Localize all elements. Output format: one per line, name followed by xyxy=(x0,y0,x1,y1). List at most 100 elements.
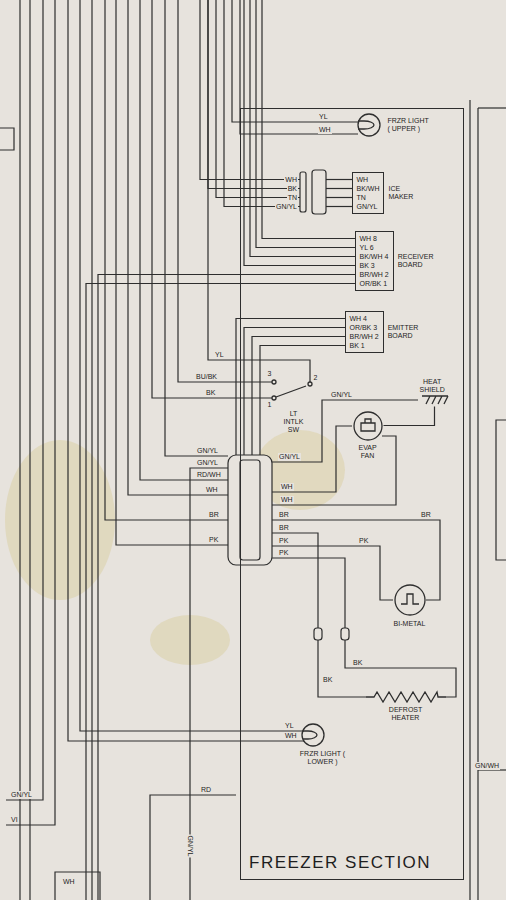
wire-color-label: BU/BK xyxy=(195,373,218,381)
wire-color-label: BR xyxy=(278,511,290,519)
wire-color-label: BK xyxy=(322,676,333,684)
wire-stroke xyxy=(366,692,446,702)
wire-stroke xyxy=(477,108,478,900)
symbol-drawing xyxy=(352,410,384,442)
wire-stroke xyxy=(240,0,358,134)
freezer-section-frame: FREEZER SECTIONFRZR LIGHT ( UPPER )WHBK/… xyxy=(240,108,464,880)
wire-color-label: PK xyxy=(358,537,369,545)
wire-stroke xyxy=(308,382,312,386)
wire-stroke xyxy=(272,558,345,628)
component-label: EVAP FAN xyxy=(358,444,376,460)
wire-color-label: WH xyxy=(205,486,219,494)
receiver-board-box: WH 8YL 6BK/WH 4BK 3BR/WH 2OR/BK 1RECEIVE… xyxy=(355,231,394,291)
pin-label: GN/YL xyxy=(357,202,380,211)
wire-color-label: PK xyxy=(278,537,289,545)
text-group: FRZR LIGHT ( UPPER ) xyxy=(388,117,430,133)
component-label: FRZR LIGHT ( LOWER ) xyxy=(300,750,346,766)
wire-stroke xyxy=(152,0,272,398)
wire-connector xyxy=(384,407,435,426)
symbol-drawing xyxy=(392,582,428,618)
wire-stroke xyxy=(272,426,352,492)
wire-stroke xyxy=(272,520,440,600)
wire-stroke xyxy=(0,128,14,150)
pin-label: TN xyxy=(357,193,380,202)
wire-color-label: WH xyxy=(284,176,298,184)
heat-shield-symbol: HEAT SHIELD xyxy=(420,378,450,406)
symbol-drawing xyxy=(420,394,450,406)
wire-stroke xyxy=(326,188,352,189)
wire-color-label: PK xyxy=(278,549,289,557)
wire-stroke xyxy=(68,0,304,741)
wire-color-label: GN/YL xyxy=(196,447,219,455)
ice-maker-box: WHBK/WHTNGN/YLICE MAKER xyxy=(352,172,385,214)
wire-stroke xyxy=(469,100,470,900)
wire-stroke xyxy=(326,179,352,180)
wire-stroke xyxy=(326,197,352,198)
wire-stroke xyxy=(140,0,228,480)
wire-color-label: BR xyxy=(278,524,290,532)
wire-color-label: GN/YL xyxy=(10,791,33,799)
pin-label: YL 6 xyxy=(360,243,389,252)
wire-color-label: WH xyxy=(318,126,332,134)
wire-color-label: GN/YL xyxy=(330,391,353,399)
pin-label: OR/BK 1 xyxy=(360,279,389,288)
wire-stroke xyxy=(86,284,355,900)
wire-stroke xyxy=(354,412,382,440)
component-label: ICE MAKER xyxy=(388,185,413,201)
wire-color-label: RD/WH xyxy=(196,471,222,479)
heater-symbol: DEFROST HEATER xyxy=(366,690,446,722)
component-label: EMITTER BOARD xyxy=(388,324,419,340)
bimetal-thermostat: BI-METAL xyxy=(392,582,428,628)
wire-stroke xyxy=(165,0,228,456)
wire-color-label: YL xyxy=(284,722,295,730)
wire-stroke xyxy=(256,0,355,248)
component-label: BI-METAL xyxy=(394,620,426,628)
wire-stroke xyxy=(105,0,228,520)
wire-stroke xyxy=(395,585,425,615)
pin-label: BR/WH 2 xyxy=(350,332,379,341)
wire-stroke xyxy=(216,0,300,198)
wire-stroke xyxy=(303,731,317,739)
wire-stroke xyxy=(236,319,345,456)
pin-label: BK 1 xyxy=(350,341,379,350)
pin-label: OR/BK 3 xyxy=(350,323,379,332)
wire-stroke xyxy=(262,0,355,239)
wire-stroke xyxy=(240,460,260,560)
wire-stroke xyxy=(272,380,276,384)
wire-stroke xyxy=(55,872,100,900)
wire-stroke xyxy=(208,0,310,382)
switch-symbol: 321LT INTLK SW xyxy=(266,370,322,434)
wire-stroke xyxy=(358,121,374,129)
component-label: LT INTLK SW xyxy=(284,410,304,434)
wire-stroke xyxy=(244,0,355,266)
light-symbol: FRZR LIGHT ( UPPER ) xyxy=(356,111,430,139)
wire-color-label: TN xyxy=(287,194,298,202)
wire-stroke xyxy=(98,275,355,900)
wire-stroke xyxy=(91,0,92,900)
pin-label: BK/WH 4 xyxy=(360,252,389,261)
light-symbol: FRZR LIGHT ( LOWER ) xyxy=(300,722,346,766)
wire-stroke xyxy=(345,640,456,697)
wire-color-label: RD xyxy=(200,786,212,794)
wire-color-label: WH xyxy=(280,483,294,491)
wire-stroke xyxy=(128,0,228,495)
wire-stroke xyxy=(150,795,236,900)
wire-color-label: WH xyxy=(284,732,298,740)
connector-plug xyxy=(228,170,349,640)
pin-number: 2 xyxy=(314,374,318,382)
wire-color-label: PK xyxy=(208,536,219,544)
pin-label: WH 4 xyxy=(350,314,379,323)
wire-color-label: GN/YL xyxy=(186,834,194,857)
wire-color-label: GN/WH xyxy=(474,762,500,770)
wire-color-label: BK xyxy=(352,659,363,667)
wire-stroke xyxy=(228,455,272,565)
wire-stroke xyxy=(478,107,506,108)
pin-label: WH xyxy=(357,175,380,184)
symbol-drawing xyxy=(266,370,322,408)
component-label: FRZR LIGHT ( UPPER ) xyxy=(388,117,430,133)
wire-stroke xyxy=(341,628,349,640)
wire-color-label: BR xyxy=(208,511,220,519)
